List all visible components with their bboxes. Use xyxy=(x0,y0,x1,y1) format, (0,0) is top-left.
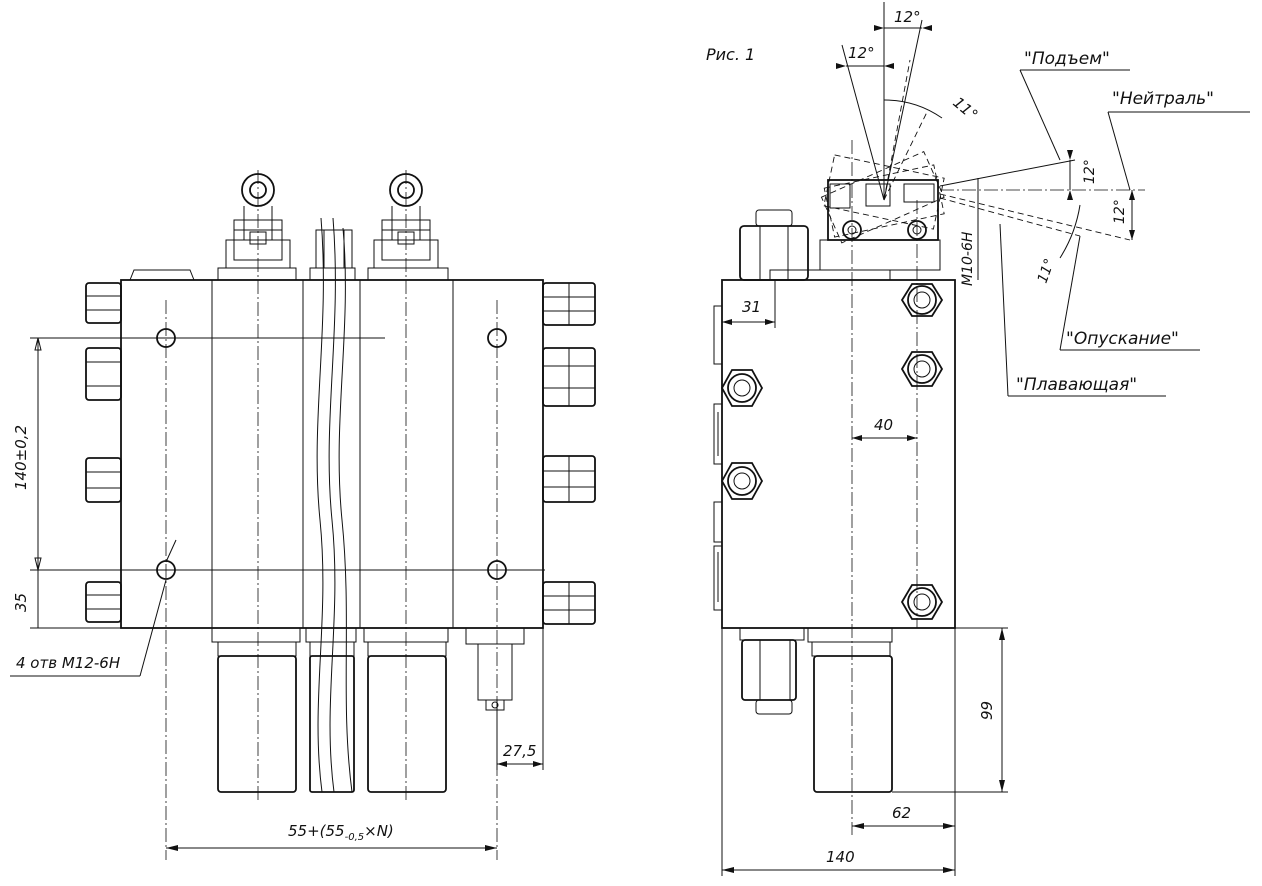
angle-top-outer: 12° xyxy=(894,8,921,26)
break-line xyxy=(316,217,324,793)
angle-arc-upper: 11° xyxy=(949,93,981,124)
figure-caption: Рис. 1 xyxy=(706,45,755,64)
bottom-cylinders xyxy=(211,627,525,793)
break-line xyxy=(328,217,336,793)
dim-fitting: 27,5 xyxy=(503,742,536,760)
front-view: 140±0,2 35 4 отв М12-6Н 27,5 55+(55-0,5×… xyxy=(10,170,596,860)
position-lift: "Подъем" xyxy=(1024,49,1110,69)
dim-height: 99 xyxy=(978,701,996,720)
angle-right-upper: 12° xyxy=(1082,159,1098,184)
side-ports xyxy=(720,283,944,620)
position-neutral: "Нейтраль" xyxy=(1112,89,1214,109)
fitting-nuts-right xyxy=(542,282,596,625)
thread-label: М10-6Н xyxy=(960,231,976,286)
angle-right-lower: 12° xyxy=(1112,199,1128,224)
dim-mid: 40 xyxy=(874,416,893,434)
dim-bottom-offset: 35 xyxy=(12,593,30,612)
side-body xyxy=(721,279,956,629)
dim-width: 55+(55-0,5×N) xyxy=(288,822,394,843)
dim-total-width: 140 xyxy=(826,848,855,866)
lever-mechanism xyxy=(819,151,945,271)
dim-bottom-inner: 62 xyxy=(892,804,911,822)
front-body xyxy=(120,279,544,629)
dim-top-left: 31 xyxy=(742,298,761,316)
position-float: "Плавающая" xyxy=(1016,375,1137,395)
break-line xyxy=(338,227,353,793)
angle-arc-lower: 11° xyxy=(1035,257,1059,286)
angle-top-inner: 12° xyxy=(848,44,875,62)
holes-note: 4 отв М12-6Н xyxy=(16,654,120,672)
side-view: Рис. 1 xyxy=(706,2,1250,876)
position-lower: "Опускание" xyxy=(1066,329,1179,349)
fitting-nuts-left xyxy=(85,282,122,623)
dim-vertical-spacing: 140±0,2 xyxy=(12,425,30,490)
